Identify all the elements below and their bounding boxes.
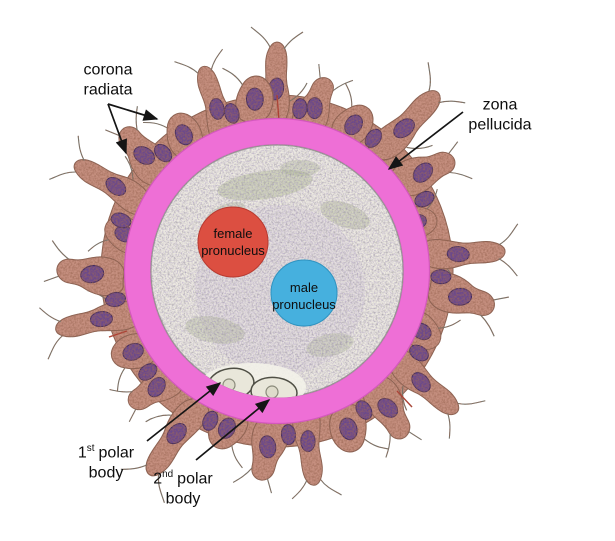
label-male-pronucleus: male pronucleus (272, 280, 336, 312)
label-corona-radiata: corona radiata (83, 61, 133, 99)
zona-pellucida-arrow (387, 111, 464, 170)
ooplasm (150, 144, 404, 398)
annotation-arrows (107, 103, 464, 461)
first-polar-body-arrow (146, 382, 222, 442)
label-female-pronucleus: female pronucleus (201, 226, 265, 258)
male-pronucleus-circle (270, 259, 338, 327)
second-polar-body-arrow (195, 399, 271, 461)
label-zona-pellucida: zona pellucida (468, 96, 532, 134)
corona-radiata-arrow-1 (107, 103, 159, 121)
female-pronucleus-circle (197, 206, 269, 278)
corona-radiata-arrow-2 (107, 103, 127, 155)
